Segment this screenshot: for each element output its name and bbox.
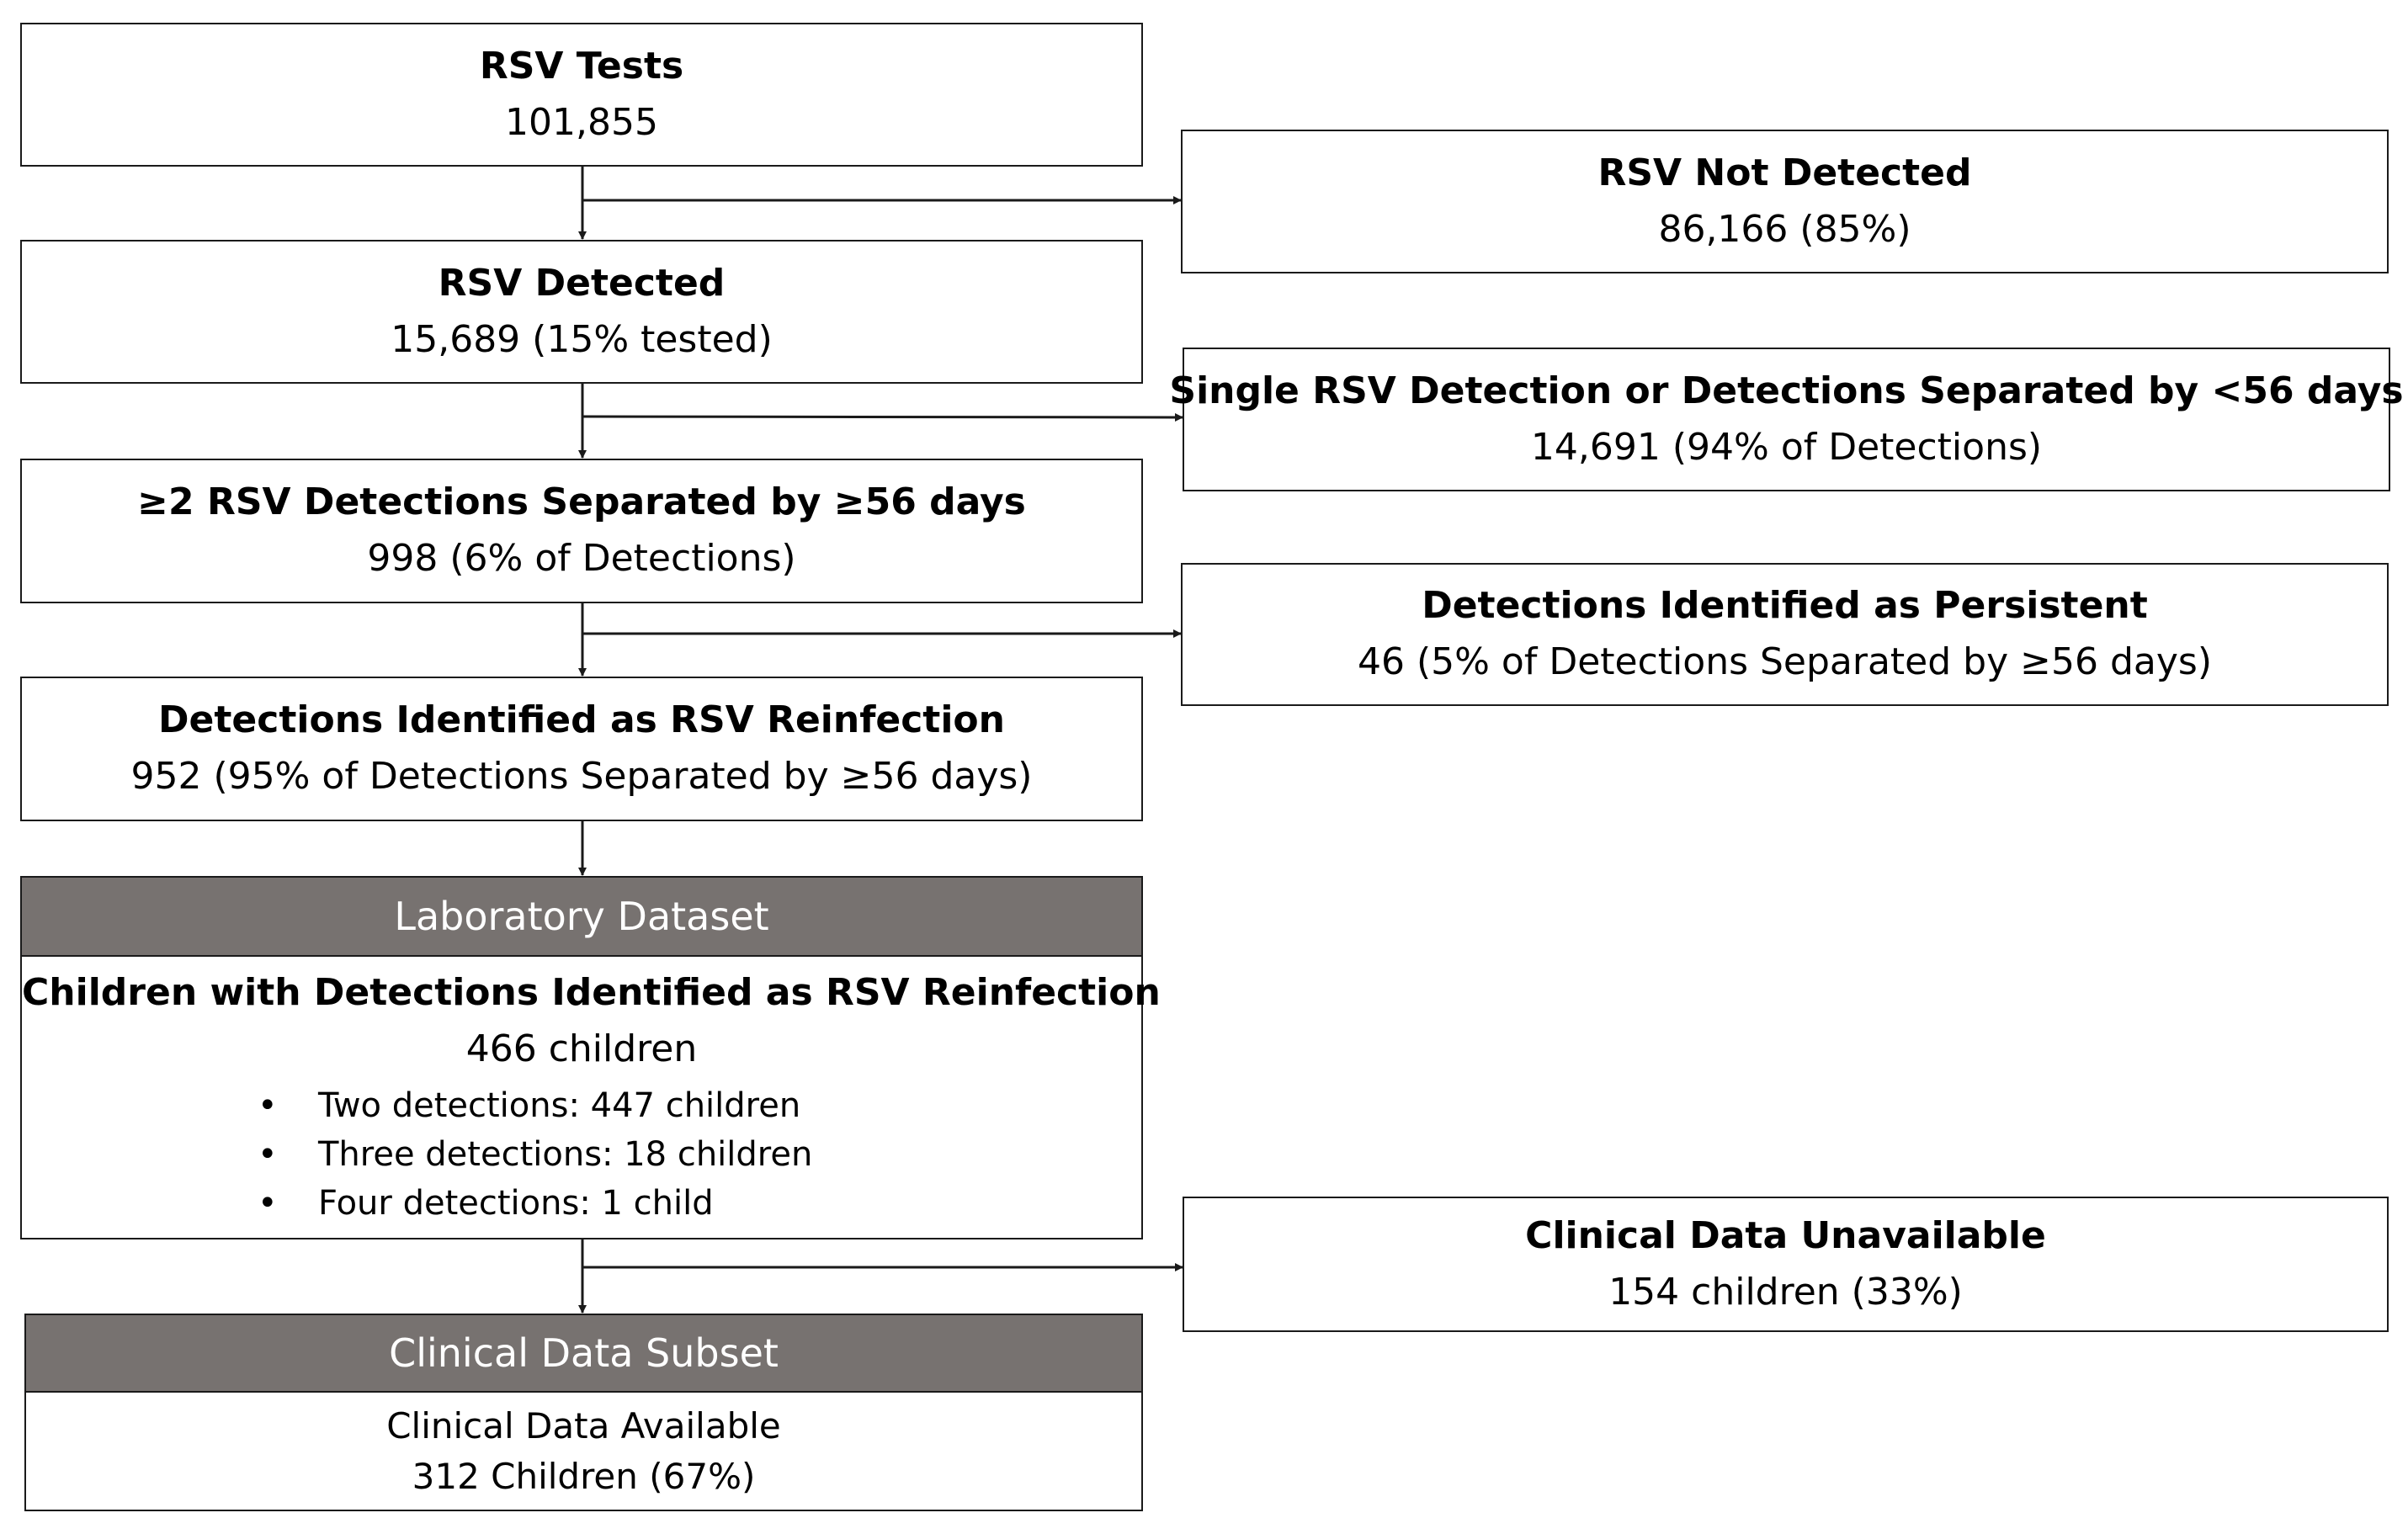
clinical-unavailable-box: Clinical Data Unavailable 154 children (… <box>1183 1197 2389 1332</box>
rsv-tests-value: 101,855 <box>505 100 658 144</box>
list-item: • Two detections: 447 children <box>22 1081 1141 1130</box>
lab-dataset-value: 466 children <box>465 1027 698 1070</box>
single-detection-title: Single RSV Detection or Detections Separ… <box>1169 369 2404 412</box>
rsv-detected-title: RSV Detected <box>438 261 726 305</box>
lab-dataset-panel: Children with Detections Identified as R… <box>20 955 1161 1239</box>
rsv-not-detected-box: RSV Not Detected 86,166 (85%) <box>1181 130 2389 273</box>
clinical-subset-header: Clinical Data Subset <box>24 1314 1143 1393</box>
clinical-subset-panel: Clinical Data Available 312 Children (67… <box>24 1391 1143 1511</box>
separated-detections-title: ≥2 RSV Detections Separated by ≥56 days <box>137 480 1026 523</box>
rsv-detected-box: RSV Detected 15,689 (15% tested) <box>20 240 1143 384</box>
clinical-available-value: 312 Children (67%) <box>412 1455 756 1497</box>
rsv-detected-value: 15,689 (15% tested) <box>391 317 773 361</box>
bullet-text: Four detections: 1 child <box>318 1184 714 1223</box>
clinical-available-label: Clinical Data Available <box>386 1404 781 1446</box>
persistent-box: Detections Identified as Persistent 46 (… <box>1181 563 2389 706</box>
rsv-tests-box: RSV Tests 101,855 <box>20 23 1143 167</box>
bullet-icon: • <box>258 1086 278 1125</box>
rsv-not-detected-value: 86,166 (85%) <box>1658 207 1911 251</box>
lab-dataset-header: Laboratory Dataset <box>20 876 1143 957</box>
single-detection-box: Single RSV Detection or Detections Separ… <box>1169 348 2404 491</box>
bullet-text: Three detections: 18 children <box>318 1135 813 1174</box>
rsv-tests-title: RSV Tests <box>479 44 684 88</box>
bullet-text: Two detections: 447 children <box>318 1086 801 1125</box>
single-detection-value: 14,691 (94% of Detections) <box>1530 425 2043 469</box>
separated-detections-value: 998 (6% of Detections) <box>367 537 796 580</box>
persistent-value: 46 (5% of Detections Separated by ≥56 da… <box>1358 640 2212 683</box>
list-item: • Three detections: 18 children <box>22 1130 1141 1179</box>
reinfection-value: 952 (95% of Detections Separated by ≥56 … <box>130 755 1033 798</box>
persistent-title: Detections Identified as Persistent <box>1422 584 2148 627</box>
lab-dataset-title: Children with Detections Identified as R… <box>22 971 1161 1014</box>
bullet-icon: • <box>258 1135 278 1174</box>
list-item: • Four detections: 1 child <box>22 1179 1141 1228</box>
reinfection-box: Detections Identified as RSV Reinfection… <box>20 677 1143 821</box>
separated-detections-box: ≥2 RSV Detections Separated by ≥56 days … <box>20 459 1143 603</box>
clinical-unavailable-value: 154 children (33%) <box>1608 1270 1963 1314</box>
bullet-icon: • <box>258 1184 278 1223</box>
reinfection-title: Detections Identified as RSV Reinfection <box>158 698 1005 741</box>
lab-dataset-bullets: • Two detections: 447 children • Three d… <box>22 1081 1141 1228</box>
clinical-unavailable-title: Clinical Data Unavailable <box>1525 1213 2046 1257</box>
rsv-not-detected-title: RSV Not Detected <box>1597 151 1972 194</box>
